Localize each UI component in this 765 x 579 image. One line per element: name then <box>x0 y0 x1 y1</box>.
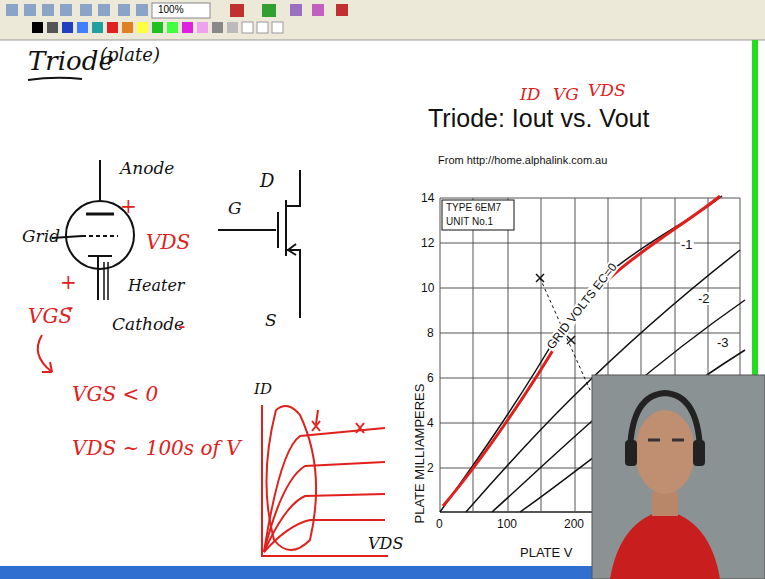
chart-label: 14 <box>421 192 434 204</box>
chart-label: 4 <box>427 417 434 429</box>
chart-label: 10 <box>421 282 434 294</box>
handwritten-note: (plate) <box>100 46 160 64</box>
chart-label: -2 <box>697 292 711 305</box>
handwritten-note: VDS <box>368 536 403 552</box>
handwritten-note: S <box>265 312 277 329</box>
handwritten-note: D <box>260 172 274 190</box>
chart-title: Triode: Iout vs. Vout <box>428 106 649 131</box>
handwritten-note: VDS ~ 100s of V <box>72 438 241 458</box>
chart-label: 0 <box>436 518 443 530</box>
chart-label: 2 <box>427 462 434 474</box>
handwritten-note: Heater <box>128 278 185 294</box>
chart-label: UNIT No.1 <box>446 217 493 227</box>
handwritten-note: VDS <box>588 82 626 99</box>
handwritten-note: Cathode <box>112 316 184 333</box>
chart-label: 6 <box>427 372 434 384</box>
handwritten-note: ID <box>254 382 272 397</box>
handwritten-note: - <box>66 296 73 318</box>
chart-label: 200 <box>564 518 584 530</box>
handwritten-note: G <box>228 200 242 217</box>
handwritten-note: VDS <box>146 232 190 252</box>
chart-label: PLATE V <box>520 546 573 559</box>
chart-label: 8 <box>427 327 434 339</box>
chart-label: -3 <box>716 336 730 349</box>
handwritten-note: + <box>60 272 77 292</box>
handwritten-note: ID <box>520 86 540 103</box>
chart-label: PLATE MILLIAMPERES <box>413 383 426 525</box>
handwritten-note: VGS < 0 <box>72 384 158 404</box>
handwritten-note: Grid <box>22 228 60 245</box>
chart-label: TYPE 6EM7 <box>446 203 501 213</box>
chart-label: 12 <box>421 237 434 249</box>
chart-label: 100 <box>497 518 517 530</box>
handwritten-note: VGS <box>28 306 72 326</box>
handwritten-note: Anode <box>120 160 174 177</box>
zoom-field: 100% <box>158 5 184 15</box>
chart-label: From http://home.alphalink.com.au <box>438 155 607 166</box>
handwritten-note: - <box>178 315 185 337</box>
handwritten-note: VG <box>553 86 579 103</box>
handwritten-note: + <box>120 196 137 216</box>
chart-label: -1 <box>680 238 694 251</box>
